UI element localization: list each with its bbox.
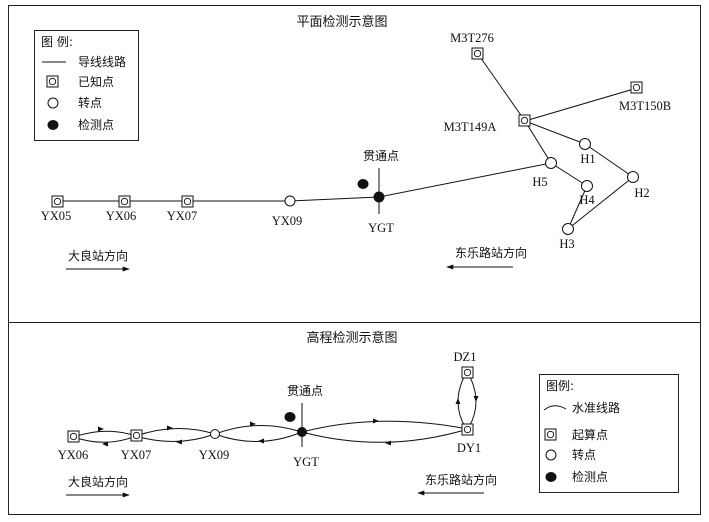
elevation-legend-item: 转点 bbox=[572, 447, 596, 462]
point-label: M3T276 bbox=[450, 31, 494, 45]
turning-point-icon bbox=[47, 97, 59, 109]
plan-legend: 图 例: 导线线路 已知点 转点 检测点 bbox=[34, 30, 139, 141]
direction-label-left: 大良站方向 bbox=[68, 474, 128, 489]
starting-point bbox=[461, 366, 474, 379]
plan-legend-item: 检测点 bbox=[78, 117, 114, 132]
point-label: H4 bbox=[579, 193, 595, 207]
turning-point bbox=[284, 195, 296, 207]
leveling-direction-arrows bbox=[98, 396, 479, 447]
point-label: YX07 bbox=[167, 209, 198, 223]
check-point bbox=[284, 412, 296, 422]
point-label: YX07 bbox=[121, 448, 152, 462]
known-point bbox=[630, 81, 643, 94]
known-point bbox=[518, 114, 531, 127]
point-label: DZ1 bbox=[454, 350, 477, 364]
point-label: YX06 bbox=[58, 448, 89, 462]
point-label: YX09 bbox=[272, 214, 303, 228]
elevation-title: 高程检测示意图 bbox=[306, 330, 397, 346]
known-point bbox=[471, 47, 484, 60]
plan-legend-item: 转点 bbox=[78, 95, 102, 110]
check-point bbox=[357, 179, 369, 189]
turning-point bbox=[627, 171, 639, 183]
turning-point bbox=[210, 429, 220, 439]
point-label: H2 bbox=[634, 186, 649, 200]
breakthrough-label: 贯通点 bbox=[363, 149, 399, 163]
turning-point bbox=[562, 223, 574, 235]
point-label: M3T150B bbox=[619, 99, 671, 113]
check-point-icon bbox=[47, 120, 59, 130]
starting-point-icon bbox=[544, 428, 557, 441]
point-label: YX06 bbox=[106, 209, 137, 223]
point-label: YGT bbox=[368, 221, 394, 235]
turning-point-icon bbox=[545, 449, 557, 461]
check-point-icon bbox=[545, 472, 557, 482]
point-label: H3 bbox=[559, 237, 574, 251]
elevation-legend-item: 水准线路 bbox=[572, 400, 620, 415]
elevation-legend-box bbox=[539, 374, 679, 493]
point-label: H1 bbox=[580, 152, 595, 166]
point-label: M3T149A bbox=[444, 120, 497, 134]
starting-point bbox=[461, 423, 474, 436]
point-label: YX09 bbox=[199, 448, 230, 462]
plan-legend-item: 导线线路 bbox=[78, 54, 126, 69]
direction-label-left: 大良站方向 bbox=[68, 248, 128, 263]
point-label: DY1 bbox=[457, 441, 481, 455]
turning-point bbox=[579, 138, 591, 150]
plan-title: 平面检测示意图 bbox=[296, 14, 387, 30]
elevation-legend-title: 图例: bbox=[546, 379, 574, 393]
direction-label-right: 东乐路站方向 bbox=[425, 472, 497, 487]
elevation-legend: 图例: 水准线路 起算点 转点 检测点 bbox=[539, 374, 679, 493]
elevation-panel-border bbox=[8, 322, 701, 515]
plan-legend-title: 图 例: bbox=[41, 35, 73, 49]
point-label: H5 bbox=[532, 175, 547, 189]
starting-point bbox=[67, 430, 80, 443]
elevation-legend-item: 检测点 bbox=[572, 469, 608, 484]
known-point bbox=[51, 195, 64, 208]
point-label: YGT bbox=[293, 455, 319, 469]
starting-point bbox=[130, 429, 143, 442]
plan-traverse-lines bbox=[58, 53, 638, 230]
direction-label-right: 东乐路站方向 bbox=[455, 245, 527, 260]
elevation-legend-item: 起算点 bbox=[572, 427, 608, 442]
known-point bbox=[118, 195, 131, 208]
leveling-line-icon bbox=[543, 405, 567, 411]
known-point bbox=[181, 195, 194, 208]
known-point-icon bbox=[46, 75, 59, 88]
turning-point bbox=[581, 180, 593, 192]
point-label: YX05 bbox=[41, 209, 72, 223]
turning-point bbox=[545, 157, 557, 169]
plan-legend-item: 已知点 bbox=[78, 75, 114, 89]
breakthrough-label: 贯通点 bbox=[287, 384, 323, 398]
